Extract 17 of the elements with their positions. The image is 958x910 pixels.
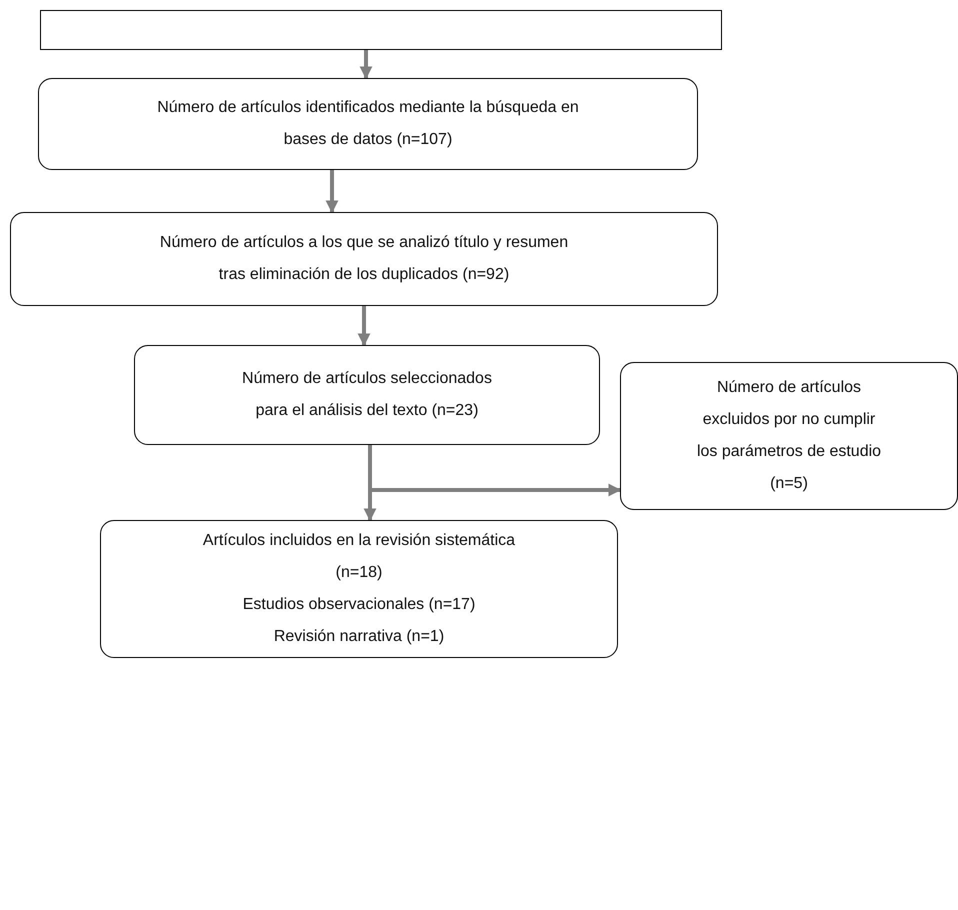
process-box: [100, 520, 618, 658]
arrow: [358, 306, 370, 346]
process-box: [10, 212, 718, 306]
empty-box: [40, 10, 722, 50]
box-text: Número de artículos seleccionados para el análisis del texto (n=23): [241, 369, 493, 421]
arrow: [368, 445, 622, 496]
process-box: [620, 362, 958, 510]
box-text: Número de artículos identificados mediante la búsqueda en bases de datos (n=107): [156, 98, 580, 150]
process-box: [38, 78, 698, 170]
box-text: Estudios observacionales (n=17): [242, 595, 476, 615]
arrow: [326, 170, 338, 214]
box-text: Revisión narrativa (n=1): [274, 627, 444, 647]
box-text: Artículos incluidos en la revisión sistemática (n=18): [202, 531, 516, 583]
box-text: Número de artículos excluidos por no cumplir los parámetros de estudio (n=5): [696, 378, 882, 494]
box-text: Número de artículos a los que se analizó título y resumen tras eliminación de los duplicados (n=92): [158, 233, 570, 285]
process-box: [134, 345, 600, 445]
arrow: [360, 50, 372, 80]
